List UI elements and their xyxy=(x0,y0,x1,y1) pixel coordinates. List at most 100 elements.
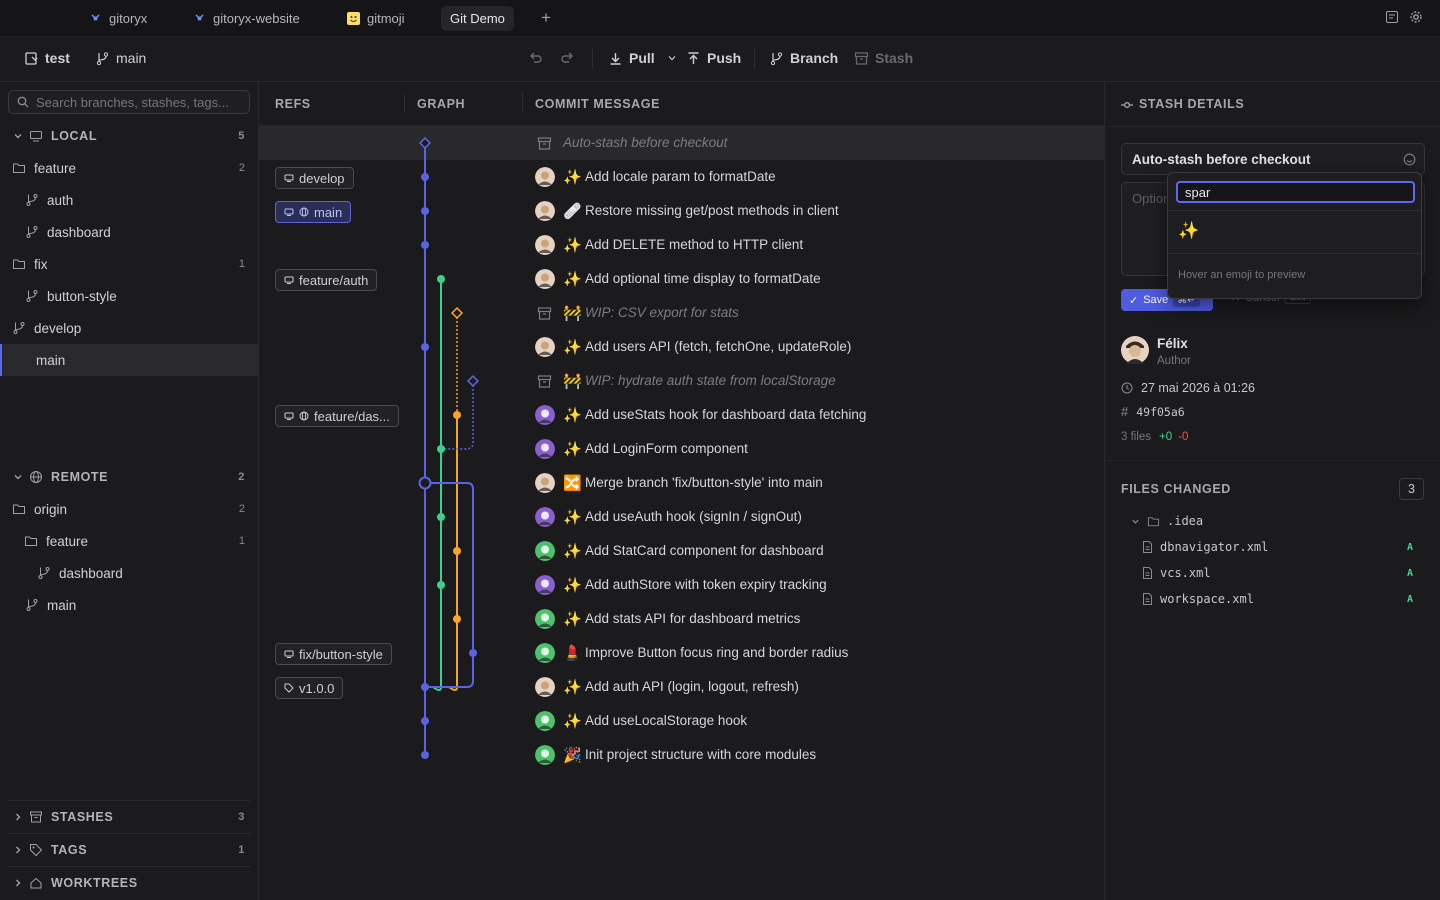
tab-git-demo[interactable]: Git Demo xyxy=(441,6,514,31)
folder-open-icon xyxy=(1147,516,1160,526)
emoji-search-input[interactable] xyxy=(1176,181,1415,203)
ref-label: develop xyxy=(299,170,345,186)
commit-row[interactable]: ✨Add authStore with token expiry trackin… xyxy=(259,568,1104,602)
branch-selector[interactable]: main xyxy=(95,50,146,66)
commit-row[interactable]: ✨Add useLocalStorage hook xyxy=(259,704,1104,738)
sidebar-branch-button-style[interactable]: button-style xyxy=(0,280,258,312)
commit-row[interactable]: ✨Add useAuth hook (signIn / signOut) xyxy=(259,500,1104,534)
sidebar-remote-origin[interactable]: origin 2 xyxy=(0,493,258,525)
graph-commit-node xyxy=(437,445,445,453)
sidebar-remote-branch-main[interactable]: main xyxy=(0,589,258,621)
chevron-down-icon[interactable] xyxy=(667,53,677,63)
stash-row[interactable]: 🚧WIP: CSV export for stats xyxy=(259,296,1104,330)
tab-gitoryx-website[interactable]: gitoryx-website xyxy=(184,6,309,31)
ref-badge[interactable]: feature/auth xyxy=(275,269,378,291)
commit-date: 27 mai 2026 à 01:26 xyxy=(1141,381,1255,395)
sidebar-branch-auth[interactable]: auth xyxy=(0,184,258,216)
commit-row[interactable]: 🔀Merge branch 'fix/button-style' into ma… xyxy=(259,466,1104,500)
file-row[interactable]: vcs.xml xyxy=(1142,566,1211,580)
column-header-graph[interactable]: GRAPH xyxy=(417,97,466,111)
chevron-right-icon xyxy=(16,846,21,854)
chevron-down-icon xyxy=(14,475,22,480)
commit-hash[interactable]: 49f05a6 xyxy=(1136,404,1185,419)
ref-badge[interactable]: develop xyxy=(275,167,354,189)
ref-badge[interactable]: v1.0.0 xyxy=(275,677,344,699)
gitmoji-icon: 🎉 xyxy=(563,746,582,764)
terminal-icon[interactable] xyxy=(1385,10,1399,24)
add-tab-button[interactable]: + xyxy=(541,8,551,27)
section-count: 1 xyxy=(238,844,245,856)
file-row[interactable]: dbnavigator.xml xyxy=(1142,540,1268,554)
commit-row[interactable]: v1.0.0✨Add auth API (login, logout, refr… xyxy=(259,670,1104,704)
gitmoji-icon: ✨ xyxy=(563,576,582,594)
author-avatar xyxy=(535,711,555,731)
ref-badge[interactable]: main xyxy=(275,201,352,223)
column-header-refs[interactable]: REFS xyxy=(275,97,311,111)
sidebar-remote-branch-dashboard[interactable]: dashboard xyxy=(0,557,258,589)
sidebar-folder-fix[interactable]: fix 1 xyxy=(0,248,258,280)
commit-row[interactable]: feature/das...✨Add useStats hook for das… xyxy=(259,398,1104,432)
sidebar-branch-dashboard[interactable]: dashboard xyxy=(0,216,258,248)
column-header-message[interactable]: COMMIT MESSAGE xyxy=(535,97,661,111)
stash-title-field[interactable]: Auto-stash before checkout xyxy=(1121,143,1425,175)
files-changed-count: 3 xyxy=(1399,478,1424,500)
sidebar-search[interactable] xyxy=(8,90,250,114)
sidebar-branch-main[interactable]: main xyxy=(0,344,258,376)
stash-row[interactable]: 🚧WIP: hydrate auth state from localStora… xyxy=(259,364,1104,398)
tab-gitoryx[interactable]: gitoryx xyxy=(80,6,156,31)
redo-button[interactable] xyxy=(560,50,575,65)
hash-icon: # xyxy=(1121,404,1129,419)
tags-section-header[interactable]: TAGS 1 xyxy=(0,834,258,866)
commit-row[interactable]: ✨Add DELETE method to HTTP client xyxy=(259,228,1104,262)
ref-label: main xyxy=(314,204,343,220)
archive-icon xyxy=(537,137,552,150)
commit-row[interactable]: feature/auth✨Add optional time display t… xyxy=(259,262,1104,296)
sidebar-remote-folder-feature[interactable]: feature 1 xyxy=(0,525,258,557)
stash-row[interactable]: Auto-stash before checkout xyxy=(259,126,1104,160)
folder-row-idea[interactable]: .idea xyxy=(1131,514,1203,528)
commit-row[interactable]: fix/button-style💄Improve Button focus ri… xyxy=(259,636,1104,670)
stashes-section-header[interactable]: STASHES 3 xyxy=(0,801,258,833)
ref-badge[interactable]: fix/button-style xyxy=(275,643,392,665)
commit-row[interactable]: ✨Add stats API for dashboard metrics xyxy=(259,602,1104,636)
local-section-header[interactable]: LOCAL 5 xyxy=(0,120,258,152)
undo-button[interactable] xyxy=(528,50,543,65)
folder-count: 2 xyxy=(238,162,245,174)
push-button[interactable]: Push xyxy=(686,50,741,66)
commit-row[interactable]: ✨Add users API (fetch, fetchOne, updateR… xyxy=(259,330,1104,364)
graph-commit-node xyxy=(437,275,445,283)
gear-icon[interactable] xyxy=(1409,10,1423,24)
tab-gitmoji[interactable]: gitmoji xyxy=(338,6,414,31)
author-avatar xyxy=(535,643,555,663)
stash-button[interactable]: Stash xyxy=(854,50,913,66)
sidebar-branch-develop[interactable]: develop xyxy=(0,312,258,344)
commit-row[interactable]: ✨Add StatCard component for dashboard xyxy=(259,534,1104,568)
gitmoji-icon: ✨ xyxy=(563,338,582,356)
branch-button[interactable]: Branch xyxy=(769,50,838,66)
folder-count: 2 xyxy=(238,503,245,515)
remote-section-header[interactable]: REMOTE 2 xyxy=(0,461,258,493)
commit-row[interactable]: ✨Add LoginForm component xyxy=(259,432,1104,466)
column-resize-handle[interactable] xyxy=(522,94,523,112)
repo-selector[interactable]: test xyxy=(24,50,70,66)
popover-divider xyxy=(1168,253,1421,254)
file-row[interactable]: workspace.xml xyxy=(1142,592,1254,606)
author-avatar xyxy=(535,167,555,187)
tab-label: gitmoji xyxy=(367,11,405,26)
folder-icon xyxy=(13,163,25,173)
ref-badge[interactable]: feature/das... xyxy=(275,405,399,427)
commit-row[interactable]: 🎉Init project structure with core module… xyxy=(259,738,1104,772)
folder-icon xyxy=(25,536,37,546)
commit-icon xyxy=(1121,102,1133,108)
emoji-picker-icon[interactable] xyxy=(1403,153,1416,166)
column-resize-handle[interactable] xyxy=(404,94,405,112)
worktrees-section-header[interactable]: WORKTREES xyxy=(0,867,258,899)
commit-row[interactable]: develop✨Add locale param to formatDate xyxy=(259,160,1104,194)
emoji-result-sparkles[interactable]: ✨ xyxy=(1178,221,1200,241)
commit-row[interactable]: main🩹Restore missing get/post methods in… xyxy=(259,194,1104,228)
sidebar-folder-feature[interactable]: feature 2 xyxy=(0,152,258,184)
pull-button[interactable]: Pull xyxy=(608,50,677,66)
commit-hash-row[interactable]: # 49f05a6 xyxy=(1121,404,1185,419)
file-icon xyxy=(1143,593,1152,605)
search-input[interactable] xyxy=(36,94,236,110)
